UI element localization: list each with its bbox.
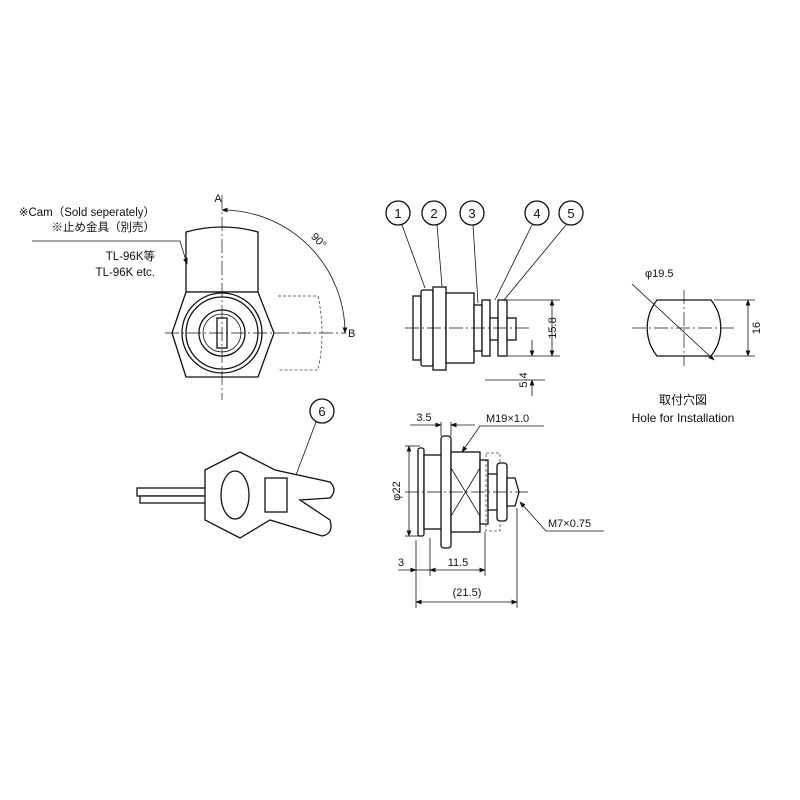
bottom-view: φ22 3.5 M19×1.0 M7×0.75 3 11.5 (21.5) [391,412,604,608]
axis-a-label: A [214,193,222,205]
cam-note-en: ※Cam（Sold seperately） [19,206,155,219]
cam-body [185,226,259,293]
axis-b-label: B [348,328,355,340]
hole-title-en: Hole for Installation [632,411,735,425]
svg-text:5: 5 [567,206,574,221]
front-view: A B 90° ※Cam（Sold seperately） ※止め金具（別売） … [19,193,355,400]
hole-diameter: φ19.5 [645,268,674,280]
model-jp: TL-96K等 [106,249,155,263]
balloon-5: 5 [558,200,584,226]
dim-flange: 3.5 [416,412,431,424]
installation-hole: φ19.5 16 取付穴図 Hole for Installation [632,268,763,425]
balloon-3: 3 [459,200,485,226]
rotation-arc [221,207,348,334]
dim-head: 3 [398,557,404,569]
model-en: TL-96K etc. [96,267,155,279]
balloon-6: 6 [309,398,335,424]
cam-leader [32,240,188,265]
svg-text:4: 4 [533,206,540,221]
hole-width: 16 [751,322,763,334]
hole-title-jp: 取付穴図 [659,392,707,407]
balloon-4: 4 [524,200,550,226]
svg-text:2: 2 [430,206,437,221]
thread-main: M19×1.0 [486,413,529,425]
svg-text:3: 3 [468,206,475,221]
key-drawing: 6 [136,398,335,539]
dim-total: (21.5) [453,587,482,599]
cam-note-jp: ※止め金具（別売） [52,220,156,234]
balloon-1: 1 [385,200,411,226]
bottom-diameter: φ22 [391,481,403,500]
side-view: 15.8 5.4 1 2 3 4 5 [385,200,584,396]
dim-height: 15.8 [547,317,559,338]
thread-tip: M7×0.75 [548,518,591,530]
svg-text:1: 1 [394,206,401,221]
dim-offset: 5.4 [518,372,530,387]
dim-body: 11.5 [448,557,469,569]
balloon-2: 2 [421,200,447,226]
svg-text:6: 6 [318,404,325,419]
